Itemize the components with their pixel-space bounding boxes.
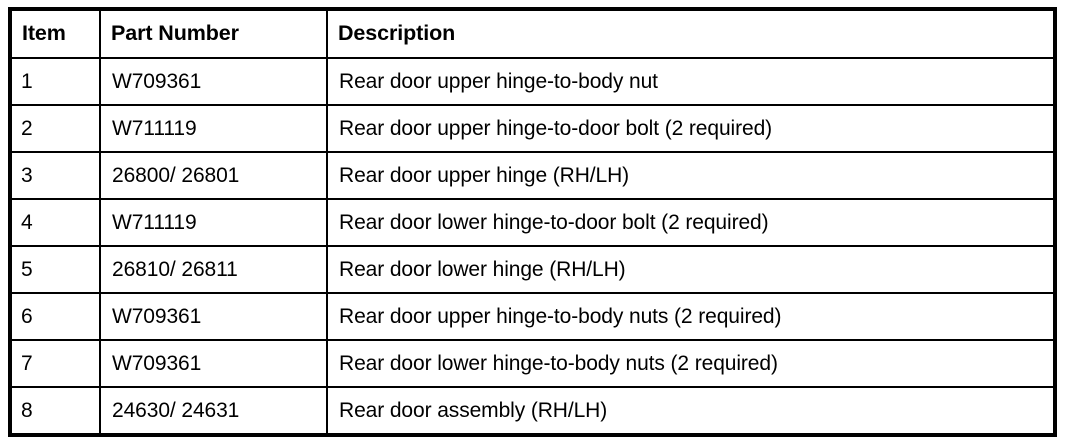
table-row: 7 W709361 Rear door lower hinge-to-body … — [9, 339, 1056, 388]
cell-part-number: W709361 — [99, 339, 328, 388]
cell-part-number: 24630/ 24631 — [99, 386, 328, 436]
column-header-description: Description — [326, 8, 1056, 59]
cell-part-number: W711119 — [99, 198, 328, 247]
cell-description: Rear door upper hinge (RH/LH) — [326, 151, 1056, 200]
cell-description: Rear door lower hinge (RH/LH) — [326, 245, 1056, 294]
cell-item: 2 — [9, 104, 101, 153]
cell-description: Rear door assembly (RH/LH) — [326, 386, 1056, 436]
cell-part-number: 26800/ 26801 — [99, 151, 328, 200]
table-row: 5 26810/ 26811 Rear door lower hinge (RH… — [9, 245, 1056, 294]
parts-table: Item Part Number Description 1 W709361 R… — [8, 7, 1057, 437]
table-row: 4 W711119 Rear door lower hinge-to-door … — [9, 198, 1056, 247]
table-header: Item Part Number Description — [9, 8, 1056, 59]
column-header-item: Item — [9, 8, 101, 59]
cell-description: Rear door lower hinge-to-door bolt (2 re… — [326, 198, 1056, 247]
cell-item: 4 — [9, 198, 101, 247]
cell-part-number: W711119 — [99, 104, 328, 153]
cell-description: Rear door upper hinge-to-body nuts (2 re… — [326, 292, 1056, 341]
cell-item: 5 — [9, 245, 101, 294]
table-row: 1 W709361 Rear door upper hinge-to-body … — [9, 57, 1056, 106]
table-row: 2 W711119 Rear door upper hinge-to-door … — [9, 104, 1056, 153]
cell-item: 8 — [9, 386, 101, 436]
table-row: 6 W709361 Rear door upper hinge-to-body … — [9, 292, 1056, 341]
cell-part-number: W709361 — [99, 292, 328, 341]
cell-description: Rear door lower hinge-to-body nuts (2 re… — [326, 339, 1056, 388]
cell-part-number: W709361 — [99, 57, 328, 106]
column-header-part-number: Part Number — [99, 8, 328, 59]
cell-description: Rear door upper hinge-to-door bolt (2 re… — [326, 104, 1056, 153]
cell-item: 3 — [9, 151, 101, 200]
table-row: 3 26800/ 26801 Rear door upper hinge (RH… — [9, 151, 1056, 200]
cell-item: 7 — [9, 339, 101, 388]
cell-description: Rear door upper hinge-to-body nut — [326, 57, 1056, 106]
table-row: 8 24630/ 24631 Rear door assembly (RH/LH… — [9, 386, 1056, 436]
cell-item: 6 — [9, 292, 101, 341]
table-header-row: Item Part Number Description — [9, 8, 1056, 59]
table-body: 1 W709361 Rear door upper hinge-to-body … — [9, 57, 1056, 436]
cell-item: 1 — [9, 57, 101, 106]
cell-part-number: 26810/ 26811 — [99, 245, 328, 294]
